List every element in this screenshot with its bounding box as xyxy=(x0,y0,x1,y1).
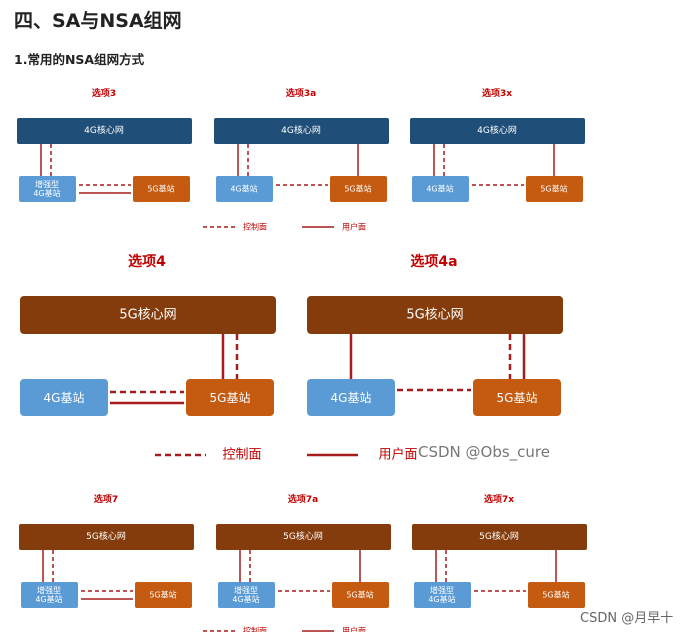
left-node-label: 4G基站 xyxy=(230,184,257,194)
right-node-box xyxy=(332,582,389,608)
core-network-label: 5G核心网 xyxy=(119,308,176,323)
core-network-box xyxy=(410,118,585,144)
left-node-label: 4G基站 xyxy=(331,391,372,405)
option-title: 选项4 xyxy=(128,253,166,270)
option-title: 选项3a xyxy=(286,87,316,99)
legend-user-label: 用户面 xyxy=(378,447,417,463)
section-subtitle: 1.常用的NSA组网方式 xyxy=(14,52,145,67)
right-node-label: 5G基站 xyxy=(542,590,569,600)
core-network-box xyxy=(19,524,194,550)
option-title: 选项4a xyxy=(410,253,457,270)
right-node-label: 5G基站 xyxy=(149,590,176,600)
page-title: 四、SA与NSA组网 xyxy=(14,10,182,32)
right-node-label: 5G基站 xyxy=(346,590,373,600)
core-network-label: 4G核心网 xyxy=(477,124,517,136)
right-node-label: 5G基站 xyxy=(344,184,371,194)
left-node-label: 4G基站 xyxy=(426,184,453,194)
option-title: 选项3x xyxy=(482,87,512,99)
core-network-box xyxy=(214,118,389,144)
right-node-label: 5G基站 xyxy=(210,391,251,405)
right-node-label: 5G基站 xyxy=(147,184,174,194)
left-node-label: 4G基站 xyxy=(44,391,85,405)
watermark-corner: CSDN @月早十 xyxy=(580,611,674,626)
left-node-box xyxy=(216,176,273,202)
legend-control-label: 控制面 xyxy=(243,222,267,232)
right-node-box xyxy=(473,379,561,416)
core-network-box xyxy=(307,296,563,334)
core-network-label: 4G核心网 xyxy=(281,124,321,136)
left-node-box xyxy=(19,176,76,202)
core-network-label: 5G核心网 xyxy=(86,530,126,542)
core-network-label: 5G核心网 xyxy=(479,530,519,542)
right-node-label: 5G基站 xyxy=(497,391,538,405)
legend-control-label: 控制面 xyxy=(243,626,267,632)
core-network-box xyxy=(17,118,192,144)
core-network-box xyxy=(20,296,276,334)
option-title: 选项7x xyxy=(484,493,514,505)
left-node-box xyxy=(307,379,395,416)
right-node-box xyxy=(133,176,190,202)
right-node-box xyxy=(186,379,274,416)
legend-user-label: 用户面 xyxy=(342,222,366,232)
left-node-box xyxy=(20,379,108,416)
left-node-box xyxy=(21,582,78,608)
legend-user-label: 用户面 xyxy=(342,626,366,632)
core-network-label: 5G核心网 xyxy=(283,530,323,542)
right-node-box xyxy=(526,176,583,202)
legend-control-label: 控制面 xyxy=(222,448,261,463)
right-node-box xyxy=(330,176,387,202)
right-node-box xyxy=(528,582,585,608)
core-network-label: 5G核心网 xyxy=(406,308,463,323)
watermark-middle: CSDN @Obs_cure xyxy=(418,443,550,461)
left-node-box xyxy=(414,582,471,608)
core-network-label: 4G核心网 xyxy=(84,124,124,136)
option-title: 选项3 xyxy=(92,87,116,99)
left-node-box xyxy=(218,582,275,608)
option-title: 选项7a xyxy=(288,493,318,505)
option-title: 选项7 xyxy=(94,493,118,505)
left-node-box xyxy=(412,176,469,202)
right-node-label: 5G基站 xyxy=(540,184,567,194)
core-network-box xyxy=(216,524,391,550)
right-node-box xyxy=(135,582,192,608)
core-network-box xyxy=(412,524,587,550)
